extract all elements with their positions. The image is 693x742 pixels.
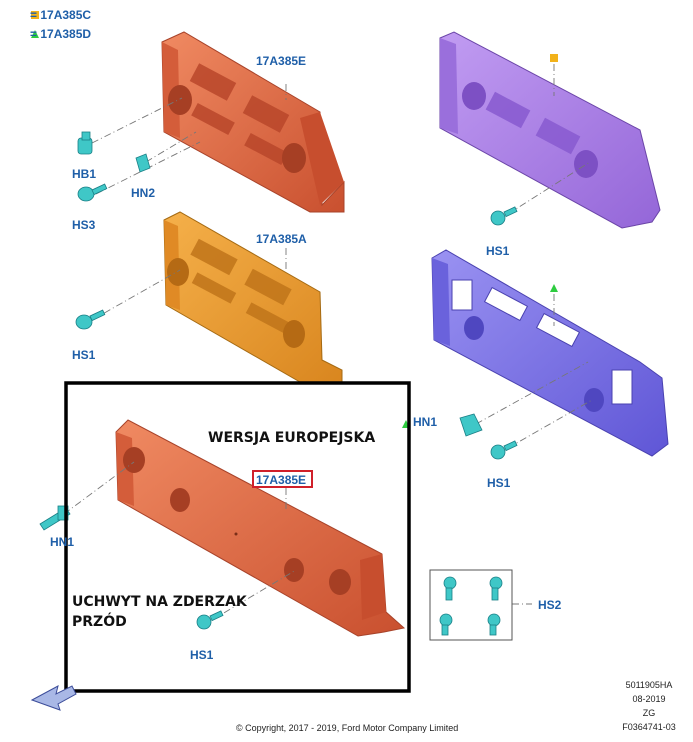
fastener-hs1-europe-icon [196, 610, 224, 630]
footer-zg: ZG [642, 708, 656, 718]
label-hb1: HB1 [72, 167, 97, 181]
bracket-blue-violet-right [431, 249, 669, 457]
hs2-kit-icon [439, 576, 503, 636]
part-label-european: 17A385E [256, 473, 307, 487]
label-hn1-right: HN1 [413, 415, 438, 429]
footer-code1: 5011905HA [625, 680, 673, 690]
direction-arrow-icon [30, 685, 77, 711]
fastener-hn1-europe-icon [39, 505, 71, 531]
label-hn1-europe: HN1 [50, 535, 75, 549]
legend-code-c: 17A385C [40, 8, 92, 22]
callout-holder-line2: PRZÓD [72, 614, 127, 630]
marker-square-icon [550, 54, 558, 62]
fastener-hn2-icon [135, 153, 151, 173]
label-hs1-top-right: HS1 [486, 244, 510, 258]
label-hn2: HN2 [131, 186, 156, 200]
part-label-mid: 17A385A [256, 232, 307, 246]
bracket-17a385e-european [115, 419, 406, 637]
fastener-hb1-icon [77, 131, 93, 155]
part-number-highlight [252, 470, 313, 488]
bracket-17a385a [163, 211, 343, 383]
legend-entry-square: = 17A385C [30, 8, 92, 22]
bracket-17a385e-top [161, 31, 345, 213]
marker-triangle-icon [550, 284, 558, 292]
callout-holder-line1: UCHWYT NA ZDERZAK [72, 594, 247, 610]
label-hs2: HS2 [538, 598, 562, 612]
label-hs3: HS3 [72, 218, 96, 232]
label-hs1-mid: HS1 [72, 348, 96, 362]
fastener-hn1-right-icon [459, 413, 483, 437]
fastener-hs1-top-right-icon [490, 206, 518, 226]
legend-square-icon [31, 11, 39, 19]
bracket-violet-top-right [439, 31, 661, 229]
fastener-hs3-icon [77, 183, 108, 202]
footer-code2: F0364741-03 [622, 722, 676, 732]
footer-copyright: © Copyright, 2017 - 2019, Ford Motor Com… [236, 723, 459, 733]
legend-code-d: 17A385D [40, 27, 92, 41]
label-hs1-europe: HS1 [190, 648, 214, 662]
legend-triangle-icon [31, 30, 39, 38]
fastener-hs1-mid-icon [75, 309, 106, 330]
part-label-top: 17A385E [256, 54, 307, 68]
fastener-hs1-right-icon [490, 440, 518, 460]
callout-european-version: WERSJA EUROPEJSKA [208, 430, 376, 446]
european-version-frame [64, 381, 411, 693]
label-hs1-right: HS1 [487, 476, 511, 490]
footer-date: 08-2019 [632, 694, 666, 704]
legend-entry-triangle: = 17A385D [30, 27, 92, 41]
